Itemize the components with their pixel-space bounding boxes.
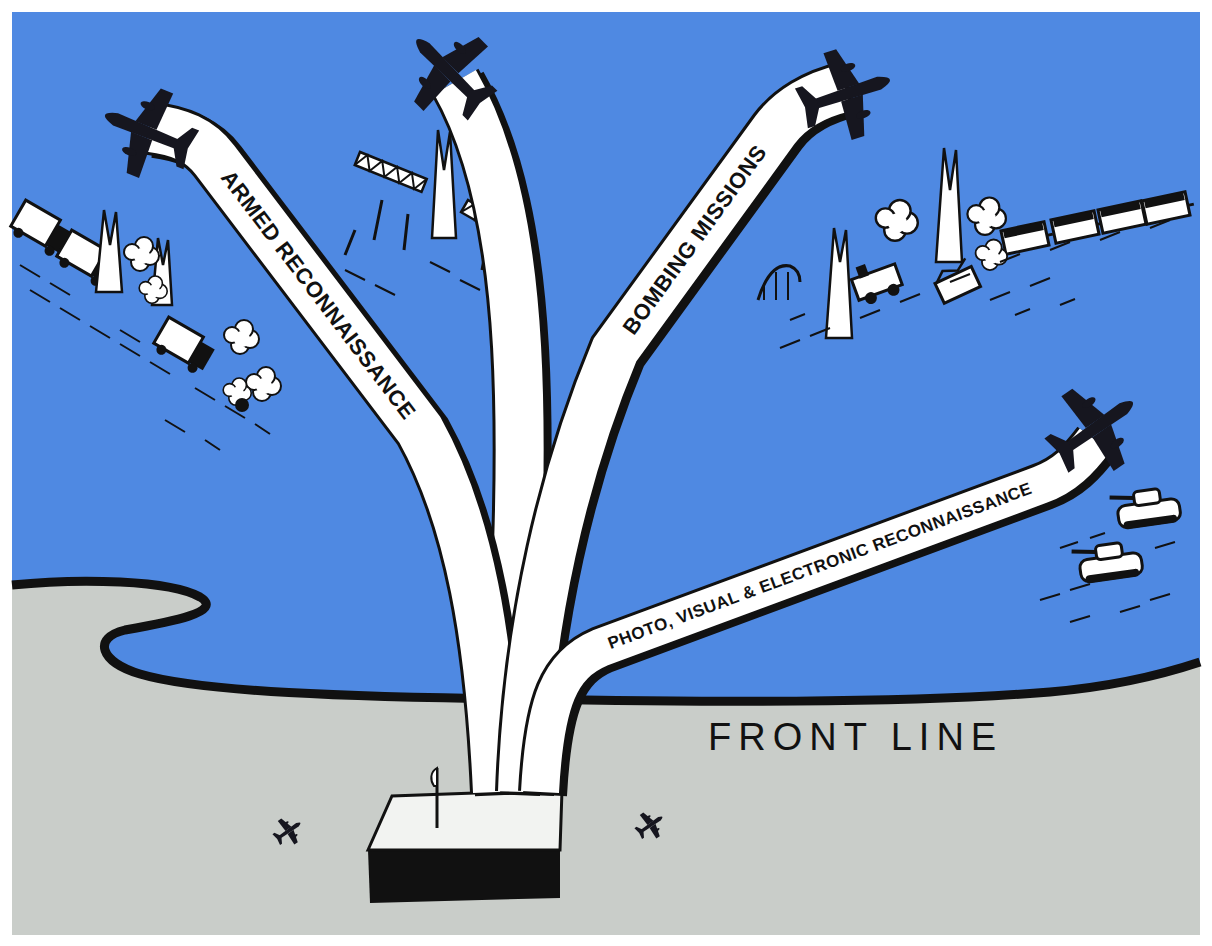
ribbon-band: ARMED RECONNAISSANCE	[120, 90, 540, 810]
bridge-scene	[432, 130, 456, 238]
railway-scene	[936, 148, 962, 262]
railway-scene	[848, 254, 905, 307]
airfield-building	[368, 850, 560, 903]
tank-scene	[1040, 486, 1182, 622]
aircraft-silhouette	[385, 8, 515, 138]
railway-scene	[1001, 220, 1055, 254]
ribbon-outline	[120, 90, 540, 810]
aircraft-silhouette	[787, 36, 904, 152]
railway-scene	[1142, 190, 1196, 224]
railway-scene	[856, 264, 870, 279]
railway-scene	[758, 148, 1196, 348]
ribbon-shape	[540, 440, 1095, 792]
aircraft-silhouette	[1030, 365, 1159, 493]
convoy-scene	[224, 320, 259, 354]
ribbon-label: PHOTO, VISUAL & ELECTRONIC RECONNAISSANC…	[606, 480, 1035, 652]
convoy-scene	[96, 210, 122, 292]
railway-scene	[764, 272, 788, 300]
airfield-building	[431, 768, 437, 786]
railway-scene	[826, 228, 852, 338]
region-label: FRONT LINE	[708, 716, 1003, 759]
railway-scene	[863, 290, 878, 305]
airfield-building	[368, 790, 562, 850]
ribbon-label: BOMBING MISSIONS	[619, 141, 771, 338]
ribbon-label: ARMED RECONNAISSANCE	[217, 167, 419, 424]
convoy-scene	[20, 265, 220, 450]
railway-scene	[886, 282, 901, 297]
ground-aircraft	[268, 805, 671, 851]
ribbon-shape	[540, 440, 1095, 792]
convoy-scene	[139, 276, 167, 303]
tank-scene	[1109, 486, 1181, 531]
railway-scene	[790, 299, 1075, 320]
bridge-scene	[345, 262, 480, 295]
railway-scene	[780, 220, 1170, 348]
railway-scene	[1051, 209, 1105, 243]
railway-scene	[976, 240, 1008, 271]
convoy-scene	[235, 398, 249, 412]
aircraft-silhouette	[88, 73, 208, 192]
ribbon-shape	[150, 128, 497, 792]
railway-scene	[876, 200, 918, 241]
bridge-scene	[355, 152, 427, 192]
sky-area	[12, 12, 1200, 935]
tank-scene	[1040, 533, 1175, 622]
railway-scene	[967, 198, 1006, 235]
convoy-scene	[124, 237, 159, 271]
ground-aircraft	[268, 811, 309, 851]
bridge-scene	[355, 152, 427, 192]
convoy-scene	[7, 200, 281, 450]
ribbon-shape	[150, 128, 497, 792]
railway-scene	[851, 264, 902, 300]
convoy-scene	[30, 290, 270, 434]
bridge-scene	[355, 152, 427, 192]
ground-aircraft	[630, 805, 671, 845]
railway-scene	[758, 266, 800, 300]
